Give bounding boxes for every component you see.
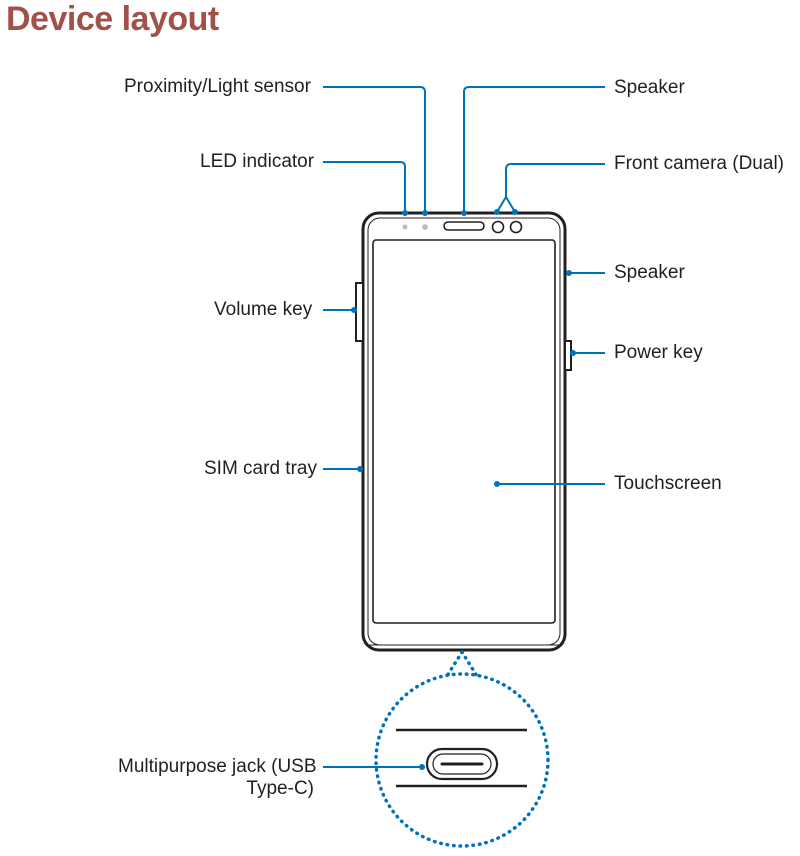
label-proximity-light-sensor: Proximity/Light sensor (124, 76, 311, 97)
callout-dots (351, 209, 576, 770)
proximity-sensor-dot (422, 224, 428, 230)
label-speaker-side: Speaker (614, 262, 685, 283)
label-front-camera-dual: Front camera (Dual) (614, 153, 784, 174)
label-speaker-top: Speaker (614, 77, 685, 98)
label-multipurpose-jack-line2: Type-C) (246, 778, 314, 799)
label-volume-key: Volume key (214, 299, 313, 320)
power-key-shape (564, 340, 572, 371)
label-multipurpose-jack-line1: Multipurpose jack (USB (118, 756, 317, 777)
volume-key-shape (355, 282, 364, 342)
usb-c-jack-detail (396, 728, 527, 788)
page-title: Device layout (6, 0, 219, 38)
phone-body (355, 211, 572, 652)
callout-lines (323, 86, 605, 768)
label-multipurpose-jack: Multipurpose jack (USB Type-C) (118, 756, 317, 800)
jack-zoom-callout (374, 650, 550, 848)
label-touchscreen: Touchscreen (614, 473, 722, 494)
label-led-indicator: LED indicator (200, 151, 315, 172)
led-indicator-dot (402, 224, 408, 230)
label-power-key: Power key (614, 342, 703, 363)
front-camera-2 (509, 220, 523, 234)
earpiece-speaker (443, 221, 485, 231)
touchscreen-area (372, 239, 556, 624)
label-sim-card-tray: SIM card tray (204, 458, 317, 479)
front-camera-1 (491, 220, 505, 234)
